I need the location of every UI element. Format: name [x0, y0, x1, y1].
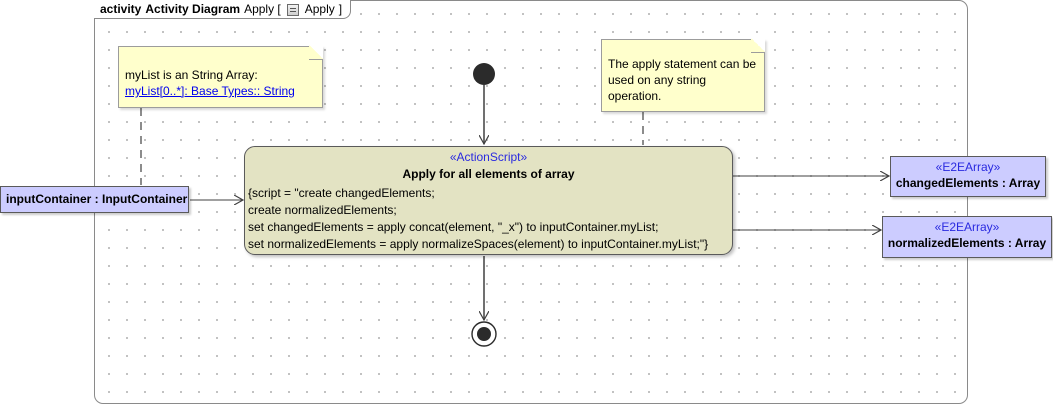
output-normalized-elements[interactable]: «E2EArray» normalizedElements : Array — [882, 216, 1052, 258]
activity-final-node[interactable] — [471, 321, 497, 347]
frame-context-name: Apply — [304, 2, 335, 16]
note-mylist-text: myList is an String Array: — [125, 68, 258, 82]
output-changed-elements[interactable]: «E2EArray» changedElements : Array — [890, 156, 1046, 197]
note-folded-corner — [751, 38, 765, 53]
note-apply-line-2: used on any string — [608, 73, 707, 87]
output-normalized-stereotype: «E2EArray» — [934, 220, 1000, 234]
initial-node[interactable] — [473, 63, 495, 85]
action-title: Apply for all elements of array — [402, 167, 575, 181]
activity-icon — [286, 4, 299, 16]
note-folded-corner — [309, 45, 323, 60]
action-apply-elements[interactable]: «ActionScript» Apply for all elements of… — [244, 146, 733, 255]
output-changed-label: changedElements : Array — [895, 176, 1041, 190]
note-apply-line-3: operation. — [608, 89, 662, 103]
frame-keyword: activity — [100, 2, 142, 16]
frame-context-prefix: Apply [ — [244, 2, 281, 16]
note-mylist-link[interactable]: myList[0..*]: Base Types:: String — [125, 84, 295, 98]
action-script-body: {script = "create changedElements; creat… — [248, 186, 709, 251]
action-stereotype: «ActionScript» — [449, 150, 528, 164]
note-apply-line-1: The apply statement can be — [608, 57, 757, 71]
diagram-frame-tab: activity Activity Diagram Apply [ Apply … — [94, 0, 352, 19]
output-changed-stereotype: «E2EArray» — [935, 160, 1001, 174]
output-normalized-label: normalizedElements : Array — [887, 236, 1047, 250]
frame-diagram-name: Activity Diagram — [145, 2, 241, 16]
input-container-node[interactable]: inputContainer : InputContainer — [0, 186, 189, 213]
note-mylist[interactable]: myList is an String Array: myList[0..*]:… — [118, 45, 323, 108]
frame-context-close: ] — [338, 2, 343, 16]
note-apply-statement[interactable]: The apply statement can be used on any s… — [601, 38, 765, 112]
